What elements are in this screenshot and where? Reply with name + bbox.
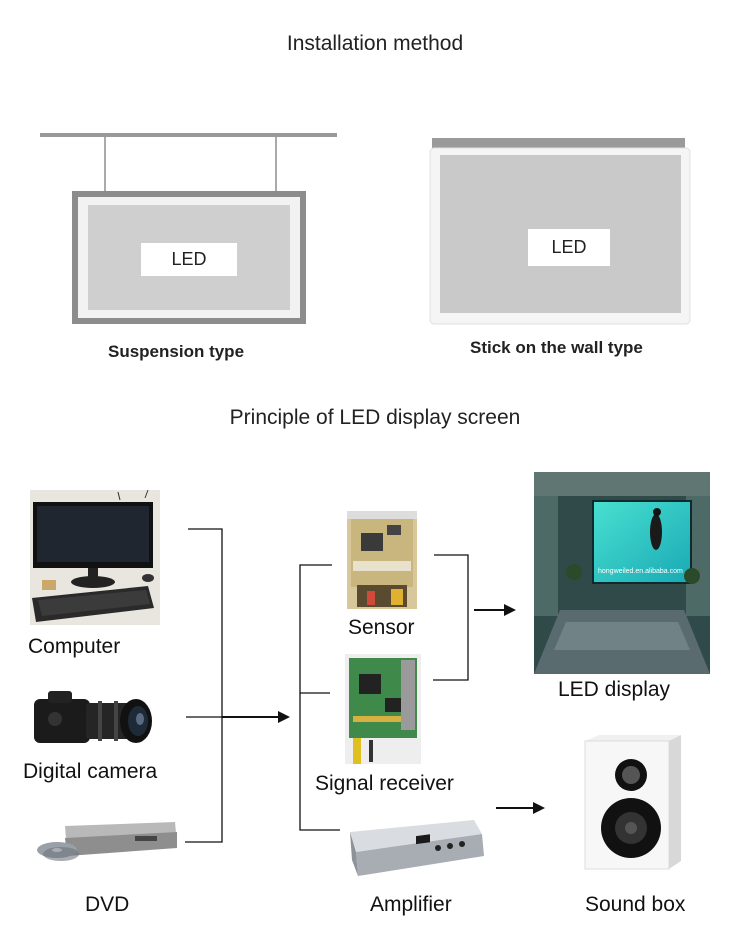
installation-method-heading: Installation method [286, 32, 464, 55]
source-label-computer: Computer [28, 635, 121, 658]
source-label-dvd: DVD [85, 893, 130, 916]
dvd-player-image [37, 822, 177, 861]
sensor-board-image [347, 511, 417, 609]
computer-image [30, 489, 160, 625]
suspension-led-label: LED [141, 243, 237, 276]
processor-label-amplifier: Amplifier [370, 893, 452, 916]
digital-camera-image [34, 691, 152, 743]
output-label-led-display: LED display [558, 678, 671, 701]
wall-led-label: LED [528, 229, 610, 266]
signal-receiver-image [345, 654, 421, 764]
suspension-type-label: Suspension type [108, 342, 245, 361]
led-display-image [534, 472, 710, 674]
output-label-sound-box: Sound box [585, 893, 686, 916]
processor-label-signal-receiver: Signal receiver [315, 772, 454, 795]
source-label-digital-camera: Digital camera [23, 760, 158, 783]
principle-heading: Principle of LED display screen [229, 406, 521, 429]
processor-label-sensor: Sensor [348, 616, 415, 639]
amplifier-image [350, 820, 484, 876]
display-watermark: hongweiled.en.alibaba.com [598, 568, 683, 575]
wall-type-label: Stick on the wall type [470, 338, 643, 357]
sound-box-image [584, 735, 681, 870]
